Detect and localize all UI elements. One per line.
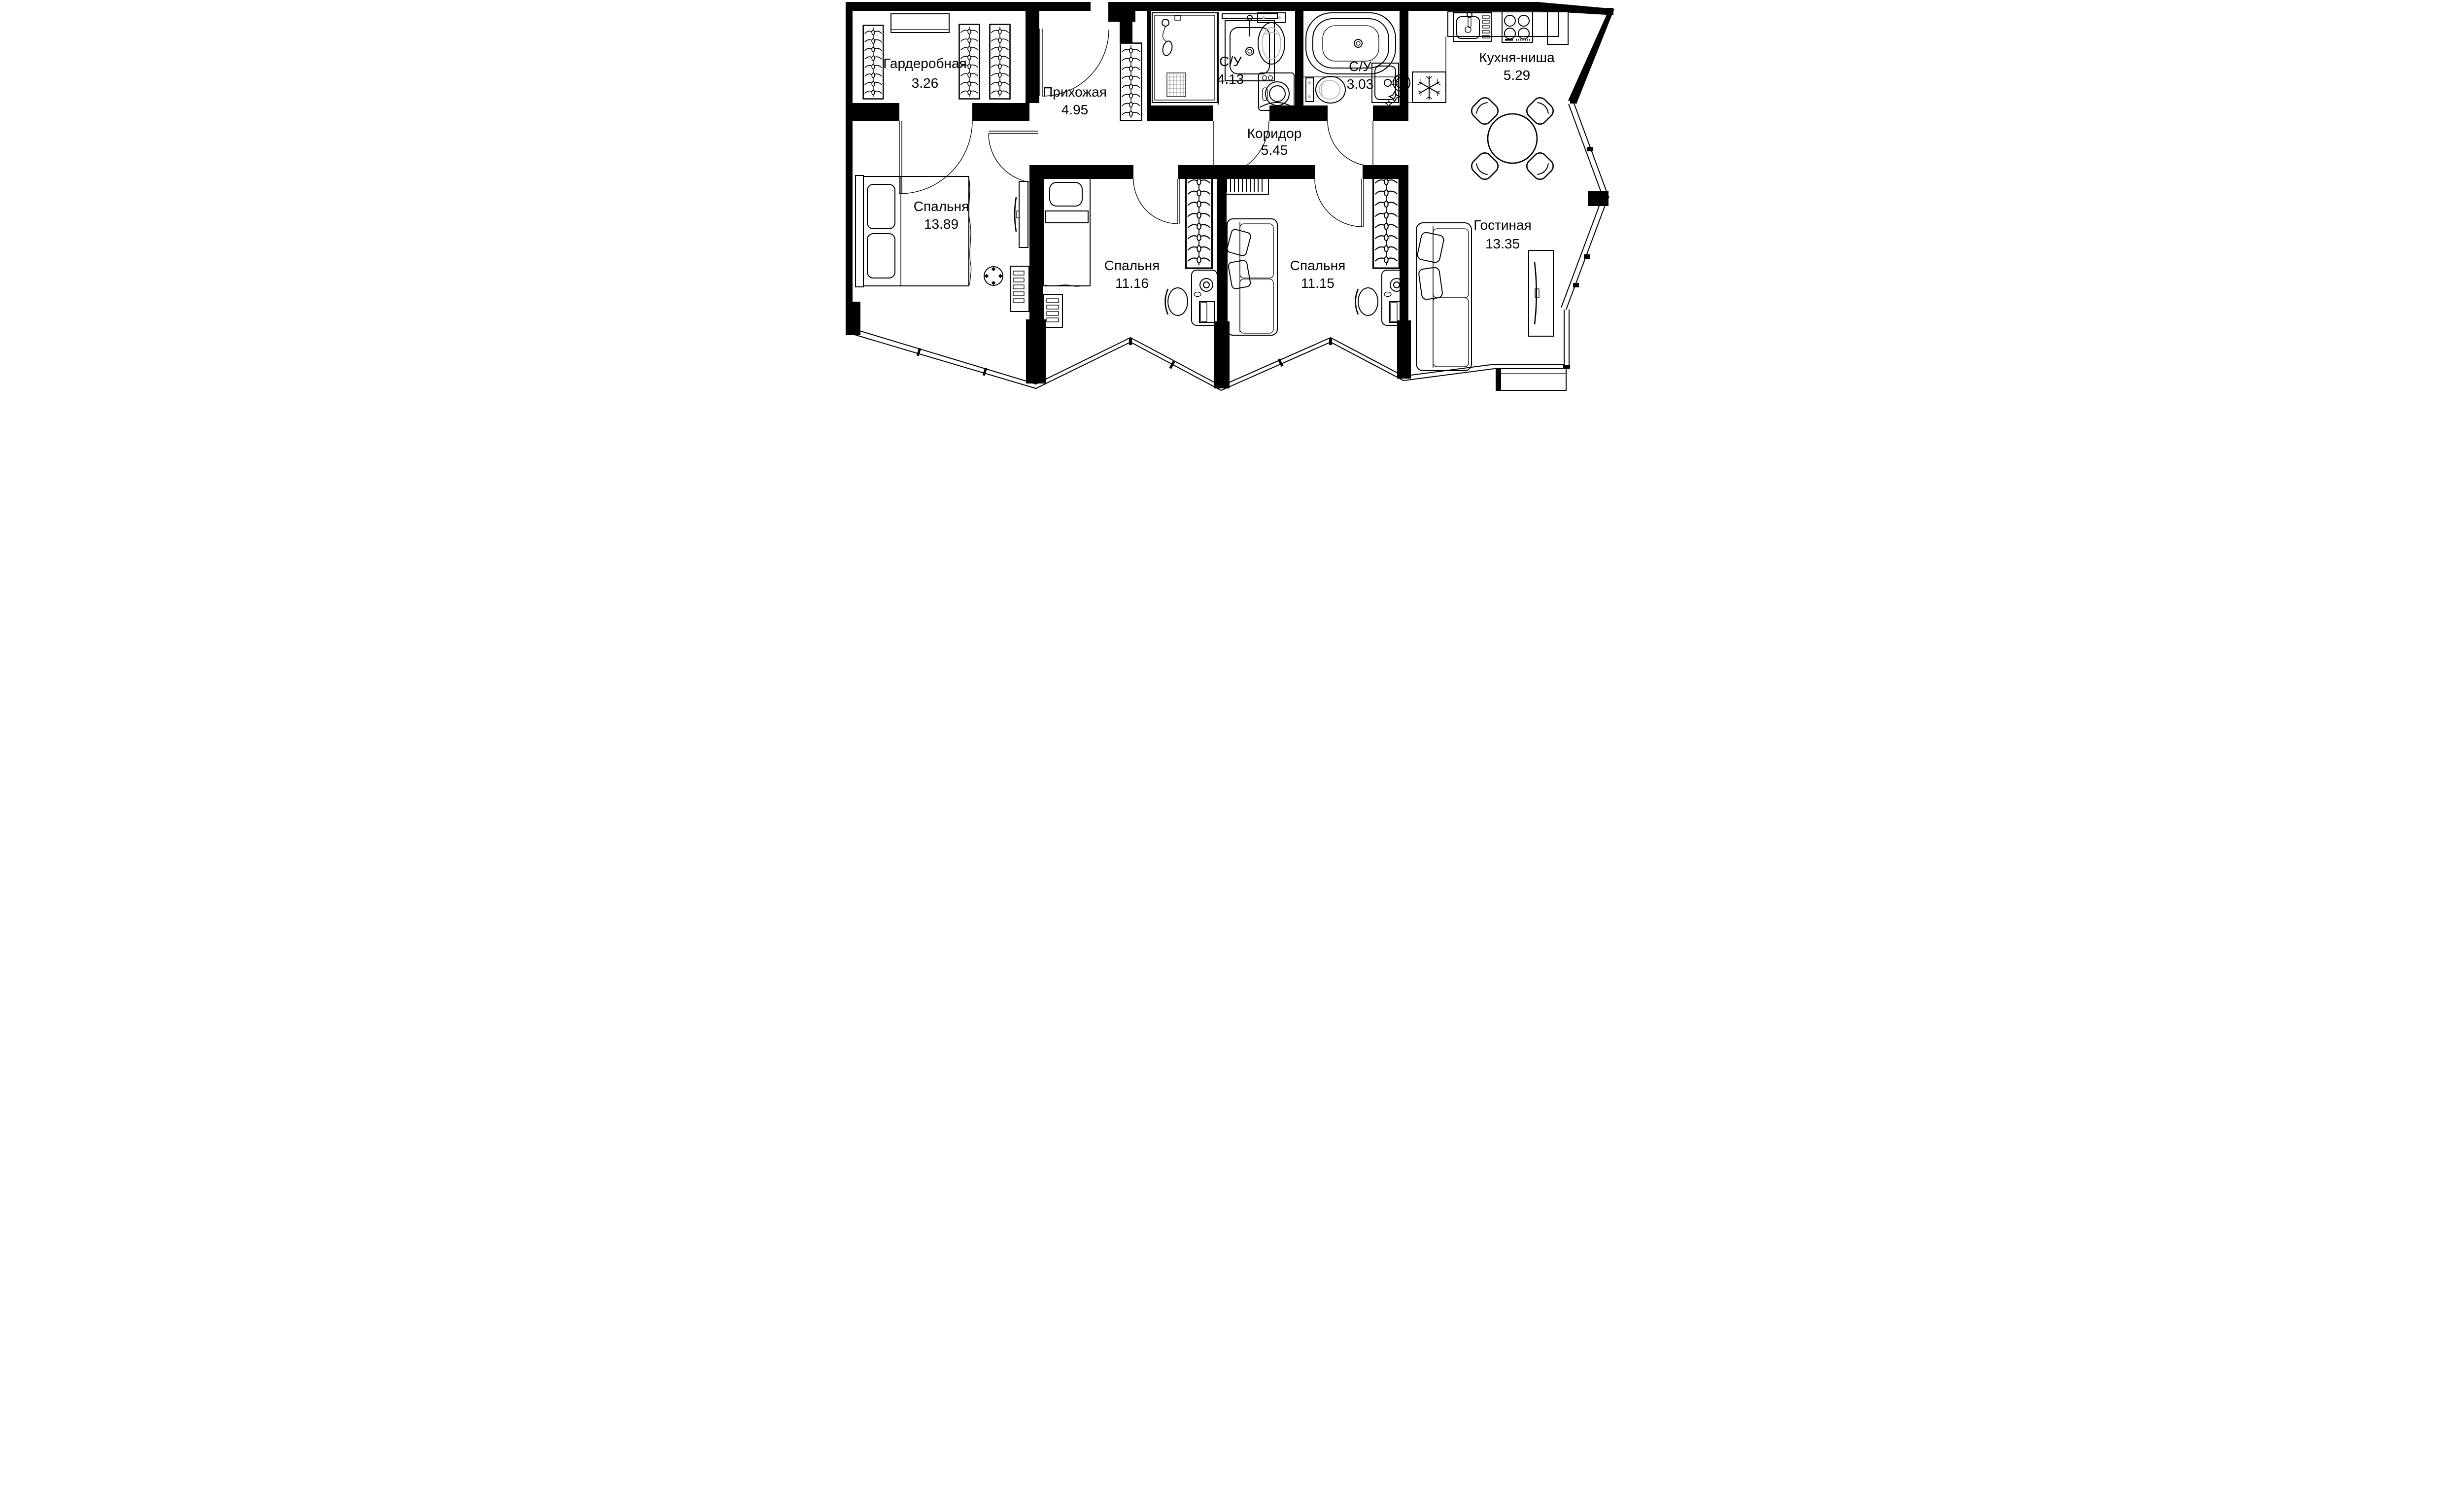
chair-icon	[1468, 94, 1502, 128]
bathroom-shower-fixtures	[1152, 12, 1295, 111]
chair-icon	[1468, 149, 1502, 183]
hanger-rack-icon	[862, 25, 885, 100]
floor-plan: Гардеробная 3.26 Прихожая 4.95 С/У 4.13 …	[846, 2, 1614, 391]
dishwasher-icon	[1385, 74, 1410, 107]
corridor-label: Коридор	[1247, 126, 1302, 141]
hanger-rack-icon	[1185, 172, 1213, 269]
living-room-area: 13.35	[1485, 236, 1520, 251]
toilet-icon	[1305, 76, 1346, 104]
bedroom-3-area: 11.15	[1301, 276, 1335, 291]
kitchen-area: 5.29	[1504, 68, 1531, 83]
dining-set	[1468, 94, 1557, 183]
desk-icon	[1164, 269, 1218, 326]
hallway-area: 4.95	[1061, 102, 1089, 117]
kitchen-label: Кухня-ниша	[1479, 50, 1555, 65]
bathroom-tub-fixtures	[1303, 12, 1400, 104]
room-labels: Гардеробная 3.26 Прихожая 4.95 С/У 4.13 …	[883, 50, 1555, 291]
sink-icon	[1222, 13, 1278, 81]
dresser-icon	[1010, 266, 1029, 312]
bedroom-1-label: Спальня	[914, 199, 969, 214]
bathroom-tub-label: С/У	[1349, 59, 1371, 74]
sofa-icon	[1227, 218, 1278, 336]
tv-icon	[1014, 181, 1028, 248]
wardrobe-door-swing-icon	[899, 120, 973, 194]
toilet-icon	[1257, 12, 1286, 65]
wardrobe-label: Гардеробная	[883, 56, 966, 71]
stool-icon	[984, 266, 1003, 286]
bedroom-2-furniture	[1043, 172, 1218, 328]
bedroom-3-furniture	[1223, 170, 1408, 336]
tv-icon	[1528, 250, 1554, 337]
hallway-hanger-rack-icon	[1119, 42, 1143, 121]
shower-icon	[1152, 12, 1219, 104]
radiator-shelf-icon	[1223, 170, 1269, 195]
kitchen-counter-icon	[1447, 11, 1559, 37]
double-bed-icon	[855, 175, 972, 287]
washing-machine-icon	[1258, 72, 1295, 111]
bathroom-shower-label: С/У	[1219, 54, 1242, 69]
chair-icon	[1523, 94, 1557, 128]
single-bed-icon	[1043, 172, 1091, 287]
fridge-snowflake-icon	[1412, 71, 1446, 103]
floor-plan-page: Гардеробная 3.26 Прихожая 4.95 С/У 4.13 …	[846, 0, 1618, 391]
bathroom-tub-area: 3.03	[1347, 76, 1374, 92]
sofa-icon	[1416, 222, 1472, 371]
hanger-rack-icon	[989, 24, 1011, 100]
stove-icon	[1502, 11, 1533, 43]
hanger-rack-icon	[1372, 172, 1401, 269]
dresser-icon	[1043, 294, 1063, 328]
bedroom-2-door-swing-icon	[1133, 178, 1180, 224]
living-room-furniture	[1416, 222, 1554, 371]
entrance-door-swing-icon	[1039, 29, 1109, 97]
shelf-icon	[890, 13, 950, 33]
corridor-area: 5.45	[1261, 142, 1288, 158]
hallway-label: Прихожая	[1043, 84, 1107, 100]
bedroom-2-label: Спальня	[1104, 258, 1160, 273]
chair-icon	[1523, 149, 1557, 183]
doors	[899, 29, 1373, 227]
walls	[846, 2, 1614, 388]
bedroom-2-area: 11.16	[1115, 276, 1149, 291]
bedroom-1-furniture	[855, 175, 1029, 312]
kitchen-sink-icon	[1453, 12, 1492, 42]
shower-drain-icon	[1166, 72, 1186, 97]
bedroom-3-label: Спальня	[1290, 258, 1346, 273]
bedroom-1-area: 13.89	[924, 216, 958, 232]
bathroom-shower-door-swing-icon	[1213, 120, 1269, 177]
bathtub-icon	[1303, 12, 1400, 77]
bathroom-tub-door-swing-icon	[1327, 120, 1373, 167]
wardrobe-area: 3.26	[912, 75, 939, 91]
window-band-icon	[849, 102, 1609, 391]
living-room-label: Гостиная	[1473, 217, 1532, 233]
kitchen-fixtures	[1385, 11, 1559, 107]
bathroom-shower-area: 4.13	[1217, 71, 1244, 87]
dining-table-icon	[1487, 113, 1538, 164]
wardrobe-room-fixtures	[862, 13, 1011, 100]
bedroom-3-door-swing-icon	[1314, 178, 1364, 227]
